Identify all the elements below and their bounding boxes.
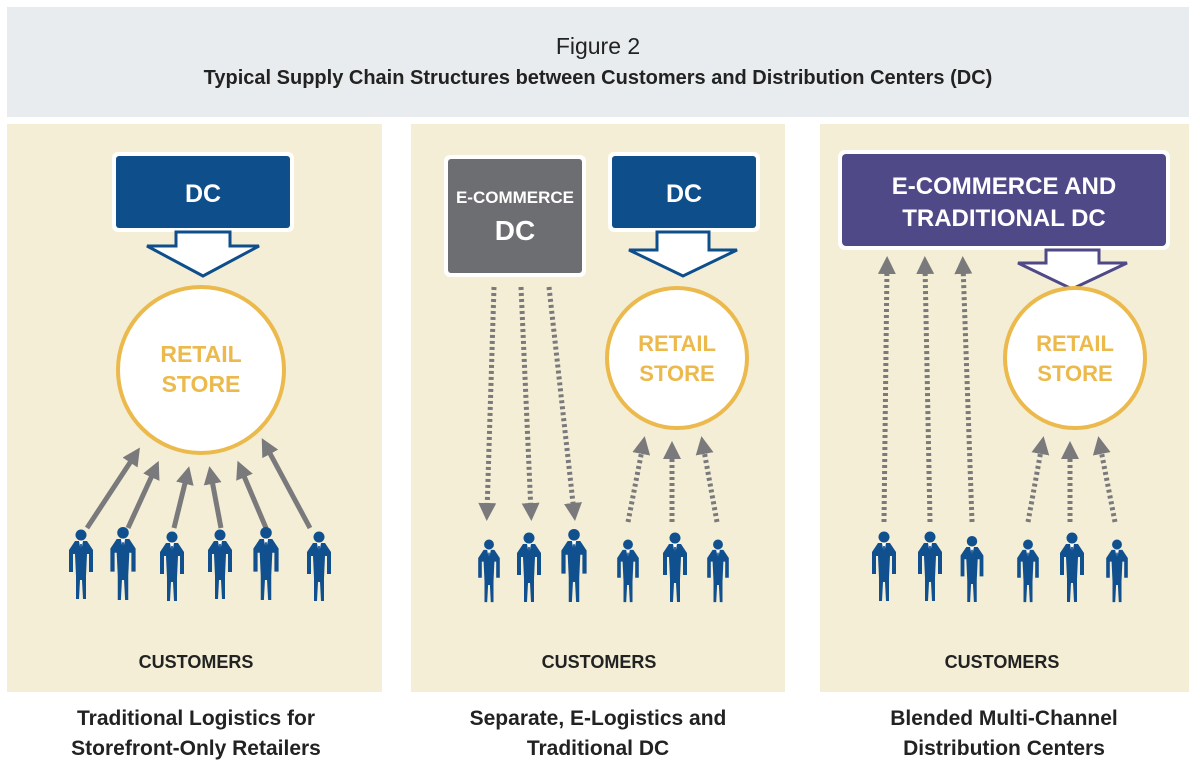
customers-label: CUSTOMERS <box>945 652 1060 672</box>
person-silhouette-icon <box>1060 532 1084 602</box>
person-silhouette-icon <box>872 531 896 601</box>
caption-line: Blended Multi-Channel <box>890 707 1118 730</box>
caption-line: Distribution Centers <box>903 737 1105 760</box>
retail-store: RETAIL STORE <box>1003 286 1147 430</box>
store-label-line2: STORE <box>639 361 714 386</box>
dc-label: DC <box>666 180 702 208</box>
store-label-line1: RETAIL <box>1036 331 1114 356</box>
retail-store: RETAIL STORE <box>605 286 749 430</box>
person-silhouette-icon <box>707 539 729 603</box>
person-silhouette-icon <box>1106 539 1128 603</box>
ecommerce-dc-label-line1: E-COMMERCE <box>456 188 574 207</box>
caption-line: Traditional Logistics for <box>76 707 316 730</box>
person-silhouette-icon <box>160 531 184 601</box>
dc-box: DC <box>608 152 760 232</box>
person-silhouette-icon <box>478 539 500 603</box>
caption-blended: Blended Multi-Channel Distribution Cente… <box>819 704 1189 764</box>
person-silhouette-icon <box>517 532 541 602</box>
person-silhouette-icon <box>663 532 687 602</box>
person-silhouette-icon <box>307 531 331 601</box>
store-label-line1: RETAIL <box>160 341 241 367</box>
blended-dc-label-line2: TRADITIONAL DC <box>902 205 1106 232</box>
ecommerce-dc-box: E-COMMERCE DC <box>444 155 586 277</box>
arrow-icon <box>478 286 720 523</box>
customers-group <box>478 528 729 603</box>
caption-separate: Separate, E-Logistics and Traditional DC <box>413 704 783 764</box>
figure-header: Figure 2 Typical Supply Chain Structures… <box>7 7 1189 117</box>
ecommerce-dc-label-line2: DC <box>495 215 535 246</box>
store-label-line2: STORE <box>162 371 241 397</box>
caption-traditional: Traditional Logistics for Storefront-Onl… <box>11 704 381 764</box>
customers-label: CUSTOMERS <box>139 652 254 672</box>
caption-line: Storefront-Only Retailers <box>71 737 321 760</box>
block-arrow-down-icon <box>1017 248 1128 291</box>
block-arrow-down-icon <box>628 230 738 278</box>
person-silhouette-icon <box>253 526 279 600</box>
caption-line: Separate, E-Logistics and <box>469 707 727 730</box>
person-silhouette-icon <box>561 528 587 602</box>
person-silhouette-icon <box>1017 539 1039 603</box>
figure-label: Figure 2 <box>555 33 641 59</box>
person-silhouette-icon <box>918 531 942 601</box>
block-arrow-down-icon <box>146 230 260 278</box>
person-silhouette-icon <box>960 536 984 603</box>
retail-store: RETAIL STORE <box>116 285 286 455</box>
customers-group <box>872 531 1128 603</box>
customers-group <box>69 526 331 601</box>
blended-dc-box: E-COMMERCE AND TRADITIONAL DC <box>838 150 1170 250</box>
arrow-icon <box>84 438 313 530</box>
blended-dc-label-line1: E-COMMERCE AND <box>892 173 1116 200</box>
caption-line: Traditional DC <box>526 737 670 760</box>
person-silhouette-icon <box>110 526 136 600</box>
dc-box: DC <box>112 152 294 232</box>
person-silhouette-icon <box>69 529 93 599</box>
arrow-icon <box>877 256 1118 523</box>
store-label-line1: RETAIL <box>638 331 716 356</box>
dc-label: DC <box>185 180 221 208</box>
person-silhouette-icon <box>208 529 232 599</box>
store-label-line2: STORE <box>1037 361 1112 386</box>
person-silhouette-icon <box>617 539 639 603</box>
customers-label: CUSTOMERS <box>542 652 657 672</box>
figure-title: Typical Supply Chain Structures between … <box>203 67 993 89</box>
